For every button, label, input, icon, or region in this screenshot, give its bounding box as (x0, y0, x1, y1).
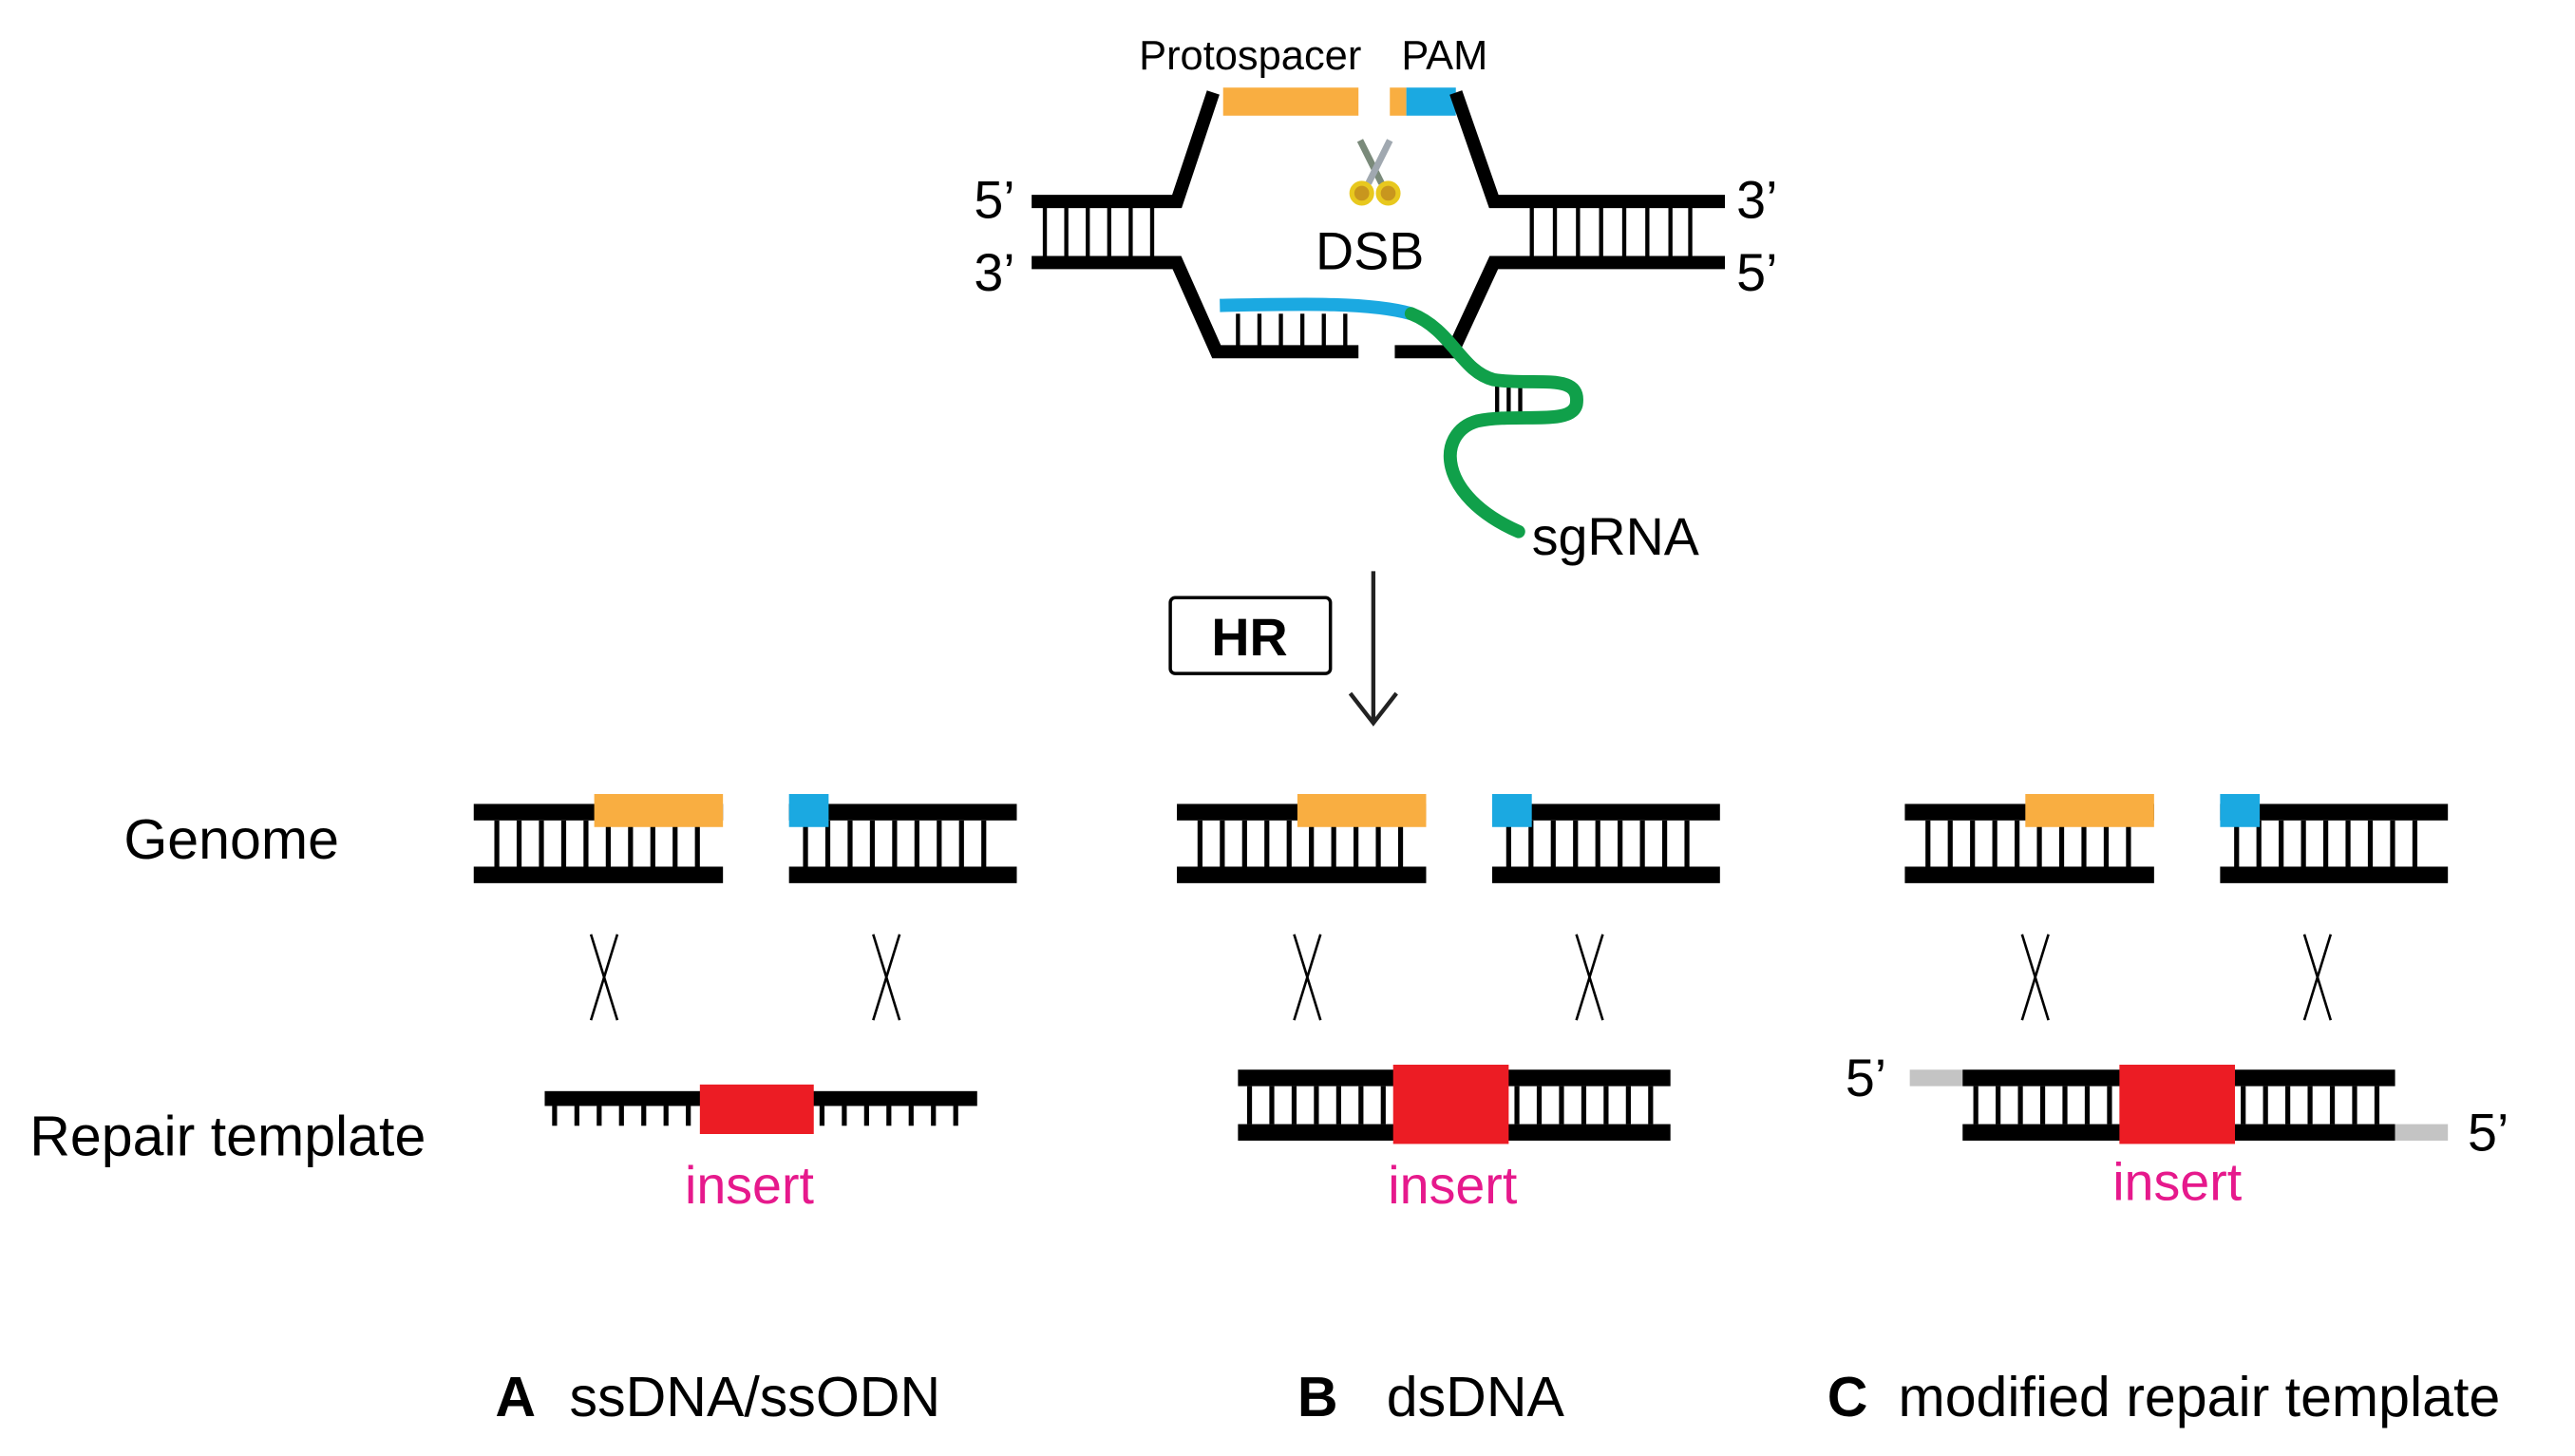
insert-block-c (2119, 1065, 2236, 1144)
hr-label: HR (1211, 608, 1287, 667)
right-base-pairs (1529, 204, 1693, 259)
panel-letter-b: B (1297, 1366, 1338, 1428)
genome-bottom-strand (2220, 866, 2449, 883)
panel-title-c: modified repair template (1898, 1366, 2500, 1428)
genome-top-strand (1491, 804, 1720, 821)
genome-bottom-strand (1491, 866, 1720, 883)
right-top-end-label: 3’ (1736, 171, 1777, 230)
protospacer-label: Protospacer (1139, 33, 1361, 79)
insert-label-a: insert (685, 1156, 815, 1215)
insert-label-c: insert (2112, 1153, 2243, 1212)
crossover-line (589, 934, 619, 1021)
right-bottom-end-label: 5’ (1736, 243, 1777, 302)
genome-row-label: Genome (123, 808, 339, 871)
hr-arrow-head-icon (1348, 691, 1398, 727)
panel-title-a: ssDNA/ssODN (570, 1366, 941, 1428)
genome-bottom-strand (473, 866, 724, 883)
genome-pam (1491, 794, 1532, 827)
pam-bar (1406, 87, 1456, 116)
overhang-left (1909, 1069, 1963, 1087)
sgrna-base-pairs (1236, 313, 1523, 413)
crossover-line (1575, 934, 1604, 1021)
left-base-pairs (1042, 204, 1155, 259)
insert-block-a (699, 1084, 814, 1135)
crossover-line (2020, 934, 2050, 1021)
genome-bottom-strand (1904, 866, 2154, 883)
genome-pam (2220, 794, 2261, 827)
top-strand (1032, 90, 1726, 209)
scissors-icon (1349, 139, 1401, 206)
repair-template-row-label: Repair template (29, 1106, 426, 1168)
overhang-right (2395, 1124, 2449, 1141)
protospacer-bar-small (1390, 87, 1407, 116)
genome-protospacer (1297, 794, 1427, 827)
crossover-line (872, 934, 901, 1021)
protospacer-bar (1222, 87, 1359, 116)
genome-bottom-strand (788, 866, 1017, 883)
pam-label: PAM (1401, 33, 1487, 79)
left-top-end-label: 5’ (974, 171, 1014, 230)
dsb-label: DSB (1316, 221, 1424, 280)
panel-letter-c: C (1827, 1366, 1868, 1428)
panel-letter-a: A (495, 1366, 536, 1428)
insert-label-b: insert (1388, 1156, 1518, 1215)
genome-top-strand (788, 804, 1017, 821)
panel-title-b: dsDNA (1387, 1366, 1565, 1428)
genome-protospacer (2025, 794, 2154, 827)
panel-c-left-end-label: 5’ (1846, 1049, 1886, 1107)
panel-caption-b: B dsDNA (1297, 1366, 1565, 1428)
panel-caption-c: C modified repair template (1827, 1366, 2500, 1428)
hr-step: HR (1168, 571, 1398, 727)
bottom-strand (1032, 255, 1726, 359)
sgrna-guide-segment (1220, 297, 1413, 321)
insert-block-b (1392, 1065, 1509, 1144)
genome-top-strand (2220, 804, 2449, 821)
hr-box (1168, 596, 1333, 675)
crossover-line (1293, 934, 1322, 1021)
panel-caption-a: A ssDNA/ssODN (495, 1366, 940, 1428)
genome-pam (788, 794, 829, 827)
genome-bottom-strand (1177, 866, 1427, 883)
panel-c-right-end-label: 5’ (2468, 1103, 2509, 1162)
genome-protospacer (594, 794, 724, 827)
target-dna: Protospacer PAM 5’ 3’ 3’ 5’ DSB (974, 33, 1777, 566)
sgrna-label: sgRNA (1532, 507, 1699, 566)
left-bottom-end-label: 3’ (974, 243, 1014, 302)
sgrna-scaffold (1404, 307, 1583, 539)
crossover-line (2302, 934, 2333, 1021)
